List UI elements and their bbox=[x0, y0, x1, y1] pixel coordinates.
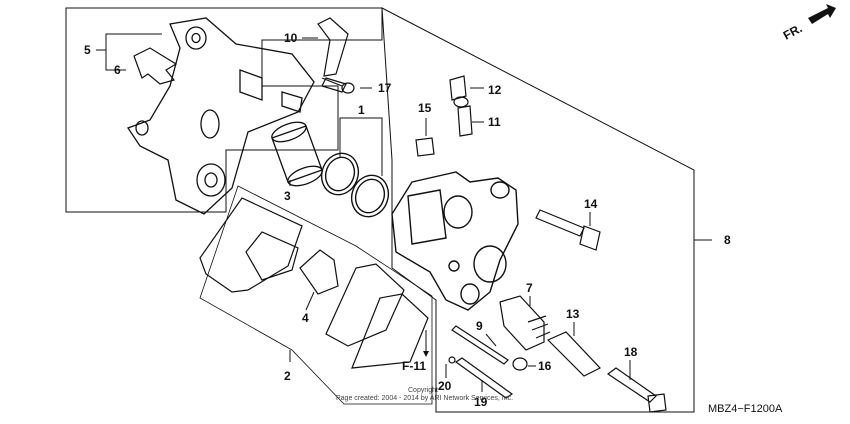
sleeve-13 bbox=[546, 331, 601, 377]
callout-17: 17 bbox=[378, 81, 392, 95]
front-direction-arrow: FR. bbox=[781, 4, 836, 43]
caliper-group-outline bbox=[381, 7, 695, 413]
pad-spring bbox=[299, 249, 339, 295]
bracket-group-outline bbox=[65, 7, 383, 213]
pin-boot bbox=[499, 295, 551, 351]
caliper-body bbox=[391, 171, 519, 311]
bleeder-valve bbox=[449, 75, 473, 137]
callout-14: 14 bbox=[584, 197, 598, 211]
bolt-17 bbox=[321, 77, 355, 94]
callout-6: 6 bbox=[114, 63, 121, 77]
callout-10: 10 bbox=[284, 31, 298, 45]
callout-8: 8 bbox=[724, 233, 731, 247]
callout-9: 9 bbox=[476, 319, 483, 333]
piston-seals bbox=[320, 152, 390, 218]
bleeder-cap bbox=[415, 137, 435, 157]
callout-1: 1 bbox=[358, 103, 365, 117]
copyright-line-1: Copyright bbox=[408, 387, 438, 394]
copyright-line-2: Page created: 2004 - 2014 by ARI Network… bbox=[336, 395, 513, 402]
caliper-piston bbox=[271, 121, 323, 187]
pin-bolt-14 bbox=[535, 209, 601, 251]
callout-11: 11 bbox=[488, 115, 501, 129]
leader-lines bbox=[96, 33, 712, 392]
hose-clip bbox=[317, 17, 349, 93]
callout-20: 20 bbox=[438, 379, 452, 393]
section-reference: F-11 bbox=[402, 359, 426, 373]
callout-7: 7 bbox=[526, 281, 533, 295]
brake-pads bbox=[199, 197, 429, 369]
callout-12: 12 bbox=[488, 83, 502, 97]
svg-text:FR.: FR. bbox=[781, 21, 805, 42]
diagram-code: MBZ4−F1200A bbox=[708, 403, 783, 415]
pad-pin-set bbox=[448, 325, 528, 399]
callout-4: 4 bbox=[302, 311, 309, 325]
callout-labels: 5 6 10 17 1 3 15 12 11 14 8 7 9 13 16 18… bbox=[84, 31, 731, 409]
callout-15: 15 bbox=[418, 101, 432, 115]
callout-18: 18 bbox=[624, 345, 638, 359]
callout-3: 3 bbox=[284, 189, 291, 203]
callout-13: 13 bbox=[566, 307, 580, 321]
bolt-18 bbox=[606, 367, 667, 413]
callout-19: 19 bbox=[474, 395, 488, 409]
caliper-bracket bbox=[127, 17, 315, 215]
callout-5: 5 bbox=[84, 43, 91, 57]
pad-retainer-clip bbox=[133, 47, 178, 85]
pads-group-outline bbox=[199, 185, 433, 405]
callout-2: 2 bbox=[284, 369, 291, 383]
callout-16: 16 bbox=[538, 359, 552, 373]
